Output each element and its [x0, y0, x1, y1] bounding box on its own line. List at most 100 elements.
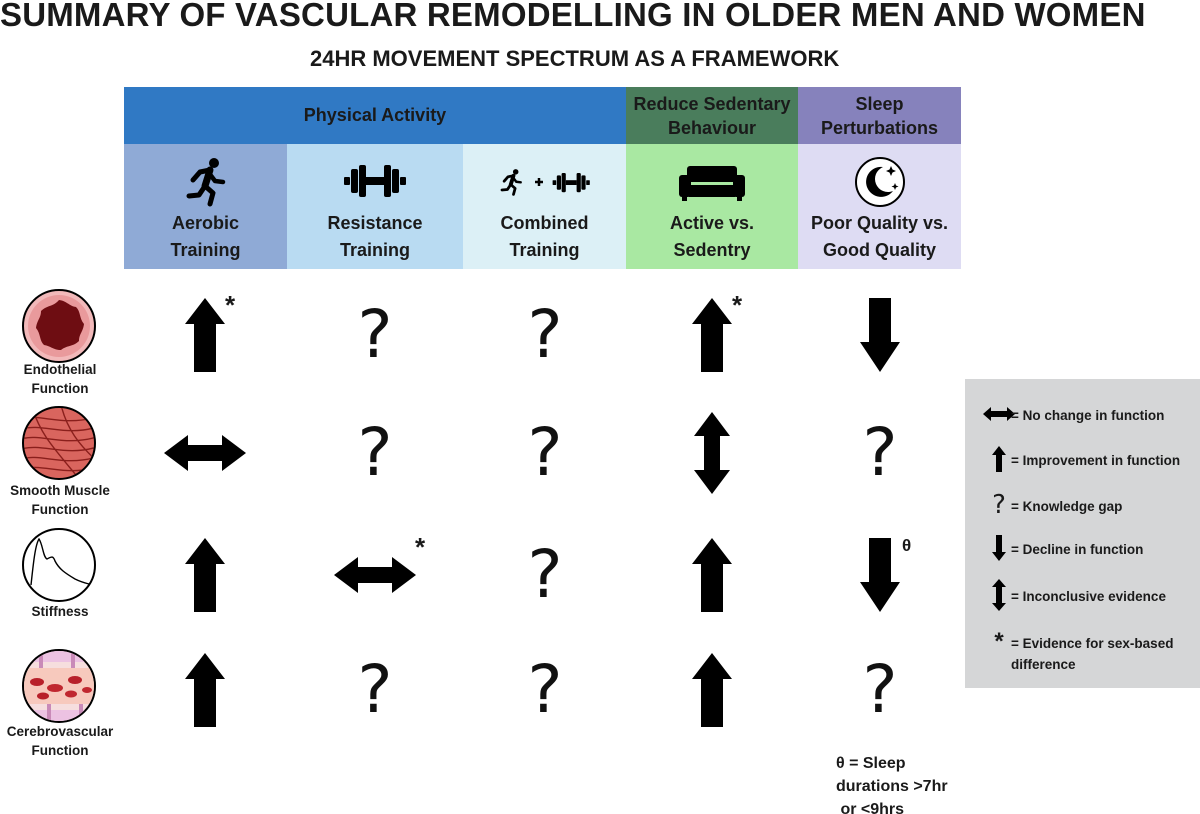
cell-stiffness-active-improvement	[652, 530, 772, 620]
column-poor-vs-good-quality: Poor Quality vs. Good Quality	[798, 144, 961, 269]
sedentary-label-line2: Behaviour	[667, 117, 757, 138]
cell-endothelial-combined-knowledge-gap: ?	[485, 290, 605, 380]
cell-smooth-muscle-combined-knowledge-gap: ?	[485, 408, 605, 498]
page-subtitle: 24HR MOVEMENT SPECTRUM AS A FRAMEWORK	[310, 46, 840, 71]
sleep-label-line2: Perturbations	[820, 117, 939, 138]
sex-difference-asterisk: *	[732, 290, 743, 320]
cell-smooth-muscle-aerobic-no-change	[145, 408, 265, 498]
up-arrow-icon	[185, 538, 225, 612]
endothelium-icon	[22, 289, 96, 363]
theta-footnote: θ = Sleep durations >7hr or <9hrs	[836, 755, 948, 814]
question-mark-icon: ?	[527, 651, 563, 728]
endothelial-label-line2: Function	[31, 381, 89, 396]
horizontal-double-arrow-icon	[983, 407, 1015, 421]
up-arrow-icon	[692, 653, 732, 727]
moon-stars-icon	[854, 157, 905, 207]
horizontal-double-arrow-icon	[334, 557, 416, 593]
legend-item-decline: = Decline in function	[965, 533, 1200, 563]
theta-marker: θ	[902, 536, 912, 555]
row-label-cerebrovascular: Cerebrovascular Function	[0, 722, 120, 760]
legend-text-knowledge-gap: = Knowledge gap	[1011, 499, 1123, 514]
vertical-double-arrow-icon	[992, 579, 1006, 611]
legend-item-inconclusive: = Inconclusive evidence	[965, 579, 1200, 611]
cell-smooth-muscle-active-inconclusive	[652, 408, 772, 498]
question-mark-icon: ?	[357, 414, 393, 491]
page-title: SUMMARY OF VASCULAR REMODELLING IN OLDER…	[0, 0, 1146, 33]
question-mark-icon: ?	[992, 490, 1006, 520]
question-mark-icon: ?	[527, 296, 563, 373]
sedentary-behaviour-header: Reduce Sedentary Behaviour	[626, 87, 798, 144]
asterisk-icon: *	[994, 628, 1004, 655]
physical-activity-header: Physical Activity	[124, 87, 626, 144]
cell-endothelial-sleep-decline	[820, 290, 940, 380]
sex-difference-asterisk: *	[225, 290, 236, 320]
resistance-label-line1: Resistance	[327, 213, 423, 233]
cell-cerebrovascular-aerobic-improvement	[145, 645, 265, 735]
row-label-endothelial: Endothelial Function	[0, 360, 120, 398]
sleep-quality-label-line1: Poor Quality vs.	[810, 213, 949, 233]
cell-cerebrovascular-resistance-knowledge-gap: ?	[315, 645, 435, 735]
dumbbell-icon	[344, 165, 406, 197]
sleep-perturbations-header: Sleep Perturbations	[798, 87, 961, 144]
legend-item-knowledge-gap: ? = Knowledge gap	[965, 490, 1200, 520]
combined-label-line1: Combined	[500, 213, 589, 233]
couch-icon	[679, 166, 745, 201]
question-mark-icon: ?	[357, 296, 393, 373]
active-label-line1: Active vs.	[669, 213, 755, 233]
legend-panel: = No change in function = Improvement in…	[965, 379, 1200, 688]
up-arrow-icon	[992, 446, 1006, 472]
column-combined-training: Combined Training	[463, 144, 626, 269]
physical-activity-label: Physical Activity	[303, 105, 447, 125]
cerebrovascular-icon	[22, 649, 96, 723]
active-label-line2: Sedentry	[673, 240, 751, 260]
cell-cerebrovascular-active-improvement	[652, 645, 772, 735]
legend-item-no-change: = No change in function	[965, 399, 1200, 429]
sleep-label-line1: Sleep	[855, 93, 904, 114]
stiffness-label-line1: Stiffness	[31, 604, 89, 619]
cell-stiffness-combined-knowledge-gap: ?	[485, 530, 605, 620]
cell-smooth-muscle-resistance-knowledge-gap: ?	[315, 408, 435, 498]
column-active-vs-sedentry: Active vs. Sedentry	[626, 144, 798, 269]
cell-smooth-muscle-sleep-knowledge-gap: ?	[820, 408, 940, 498]
pulse-waveform-icon	[22, 528, 96, 602]
question-mark-icon: ?	[527, 536, 563, 613]
question-mark-icon: ?	[862, 414, 898, 491]
sex-difference-asterisk: *	[415, 532, 426, 562]
horizontal-double-arrow-icon	[164, 435, 246, 471]
resistance-label-line2: Training	[339, 240, 410, 260]
down-arrow-icon	[860, 298, 900, 372]
column-resistance-training: Resistance Training	[287, 144, 463, 269]
cell-cerebrovascular-sleep-knowledge-gap: ?	[820, 645, 940, 735]
running-person-icon	[186, 158, 225, 207]
up-arrow-icon	[692, 538, 732, 612]
column-aerobic-training: Aerobic Training	[124, 144, 287, 269]
smooth-muscle-icon	[22, 406, 96, 480]
aerobic-label-line1: Aerobic	[171, 213, 240, 233]
question-mark-icon: ?	[357, 651, 393, 728]
row-label-smooth-muscle: Smooth Muscle Function	[0, 481, 120, 519]
question-mark-icon: ?	[862, 651, 898, 728]
down-arrow-icon	[860, 538, 900, 612]
legend-text-decline: = Decline in function	[1011, 542, 1144, 557]
cell-stiffness-sleep-decline: θ	[820, 530, 940, 620]
sleep-quality-label-line2: Good Quality	[822, 240, 936, 260]
cell-endothelial-resistance-knowledge-gap: ?	[315, 290, 435, 380]
up-arrow-icon	[185, 653, 225, 727]
running-plus-dumbbell-icon	[500, 169, 590, 196]
legend-text-no-change: = No change in function	[1011, 408, 1165, 423]
sedentary-label-line1: Reduce Sedentary	[633, 93, 791, 114]
up-arrow-icon	[692, 298, 732, 372]
cell-endothelial-active-improvement: *	[652, 290, 772, 380]
legend-text-sex-difference-line1: = Evidence for sex-based	[1011, 636, 1174, 651]
legend-text-sex-difference-line2: difference	[1011, 657, 1076, 672]
legend-item-sex-difference: * = Evidence for sex-based difference	[965, 627, 1200, 673]
cerebrovascular-label-line1: Cerebrovascular	[6, 724, 114, 739]
cell-endothelial-aerobic-improvement: *	[145, 290, 265, 380]
legend-text-inconclusive: = Inconclusive evidence	[1011, 589, 1166, 604]
vertical-double-arrow-icon	[694, 412, 730, 494]
up-arrow-icon	[185, 298, 225, 372]
cell-stiffness-aerobic-improvement	[145, 530, 265, 620]
cell-stiffness-resistance-no-change: *	[315, 530, 435, 620]
down-arrow-icon	[992, 535, 1006, 561]
cerebrovascular-label-line2: Function	[31, 743, 89, 758]
